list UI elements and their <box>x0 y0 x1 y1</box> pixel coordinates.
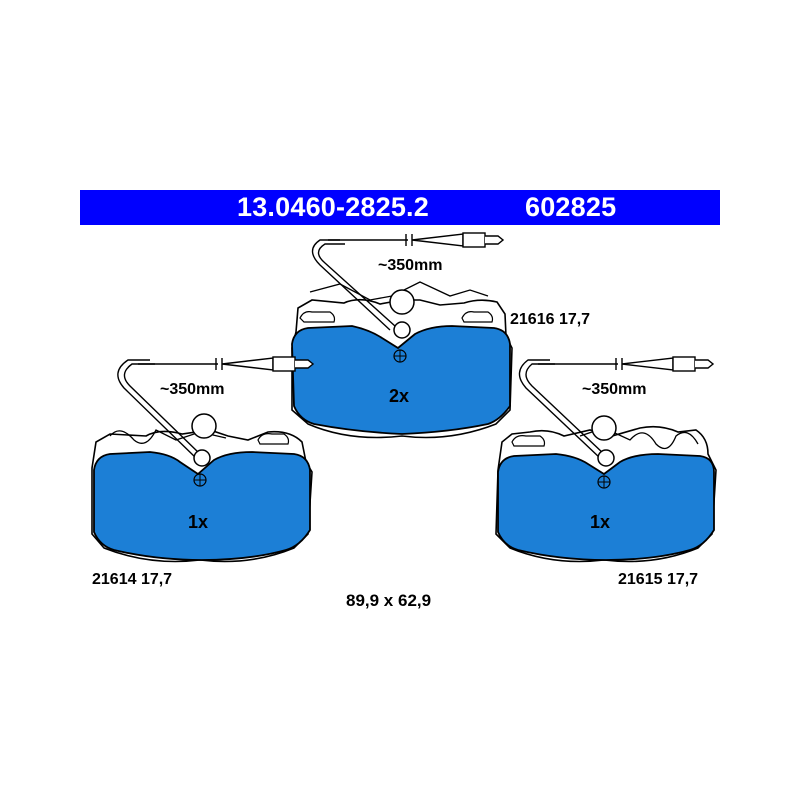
ref-top: 21616 17,7 <box>510 311 590 328</box>
cable-length-left: ~350mm <box>160 381 225 398</box>
dimensions: 89,9 x 62,9 <box>346 591 431 610</box>
title-bar: 13.0460-2825.2 602825 <box>80 190 720 225</box>
friction-material <box>291 325 511 435</box>
ref-left: 21614 17,7 <box>92 571 172 588</box>
ref-right: 21615 17,7 <box>618 571 698 588</box>
pad-left <box>91 356 314 563</box>
article-code: 602825 <box>525 192 617 222</box>
friction-material <box>497 453 715 561</box>
quantity-left: 1x <box>188 512 208 532</box>
quantity-top: 2x <box>389 386 409 406</box>
pad-right <box>495 356 717 563</box>
pad-top <box>291 232 513 439</box>
cable-length-top: ~350mm <box>378 257 443 274</box>
cable-length-right: ~350mm <box>582 381 647 398</box>
part-number: 13.0460-2825.2 <box>237 192 429 222</box>
quantity-right: 1x <box>590 512 610 532</box>
friction-material <box>93 451 311 561</box>
